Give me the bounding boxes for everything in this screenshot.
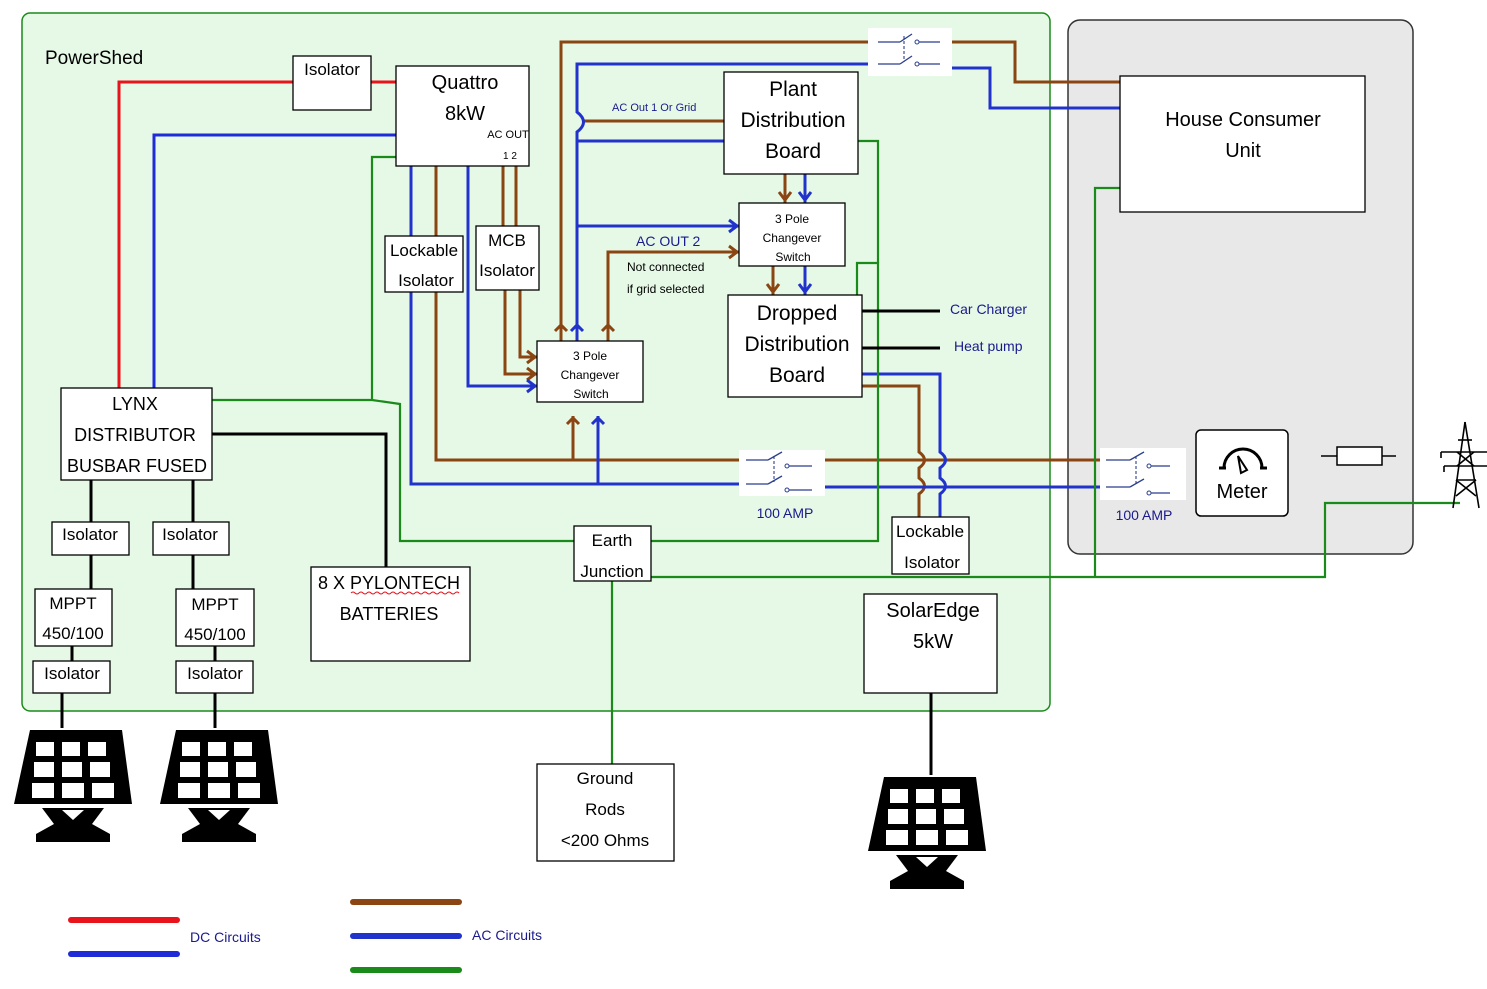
meter-label: Meter [1216,481,1267,503]
batteries-line1: 8 X PYLONTECH [318,573,460,593]
solar-panel-icon [868,777,986,889]
annotation-car-charger: Car Charger [950,301,1027,317]
changeover-left-line1: 3 Pole [573,349,607,363]
ground-rods: Ground Rods <200 Ohms [536,763,675,862]
lockable-isolator-left-line2: Isolator [398,271,454,290]
lockable-isolator-left-line1: Lockable [390,241,458,260]
legend-dc-label: DC Circuits [190,929,261,945]
dropped-board-line2: Distribution [744,333,849,356]
quattro-ac-out-nums: 1 2 [503,151,517,162]
switch-100amp-left [739,450,825,496]
annotation-ac-out-2: AC OUT 2 [636,233,701,249]
mcb-isolator: MCB Isolator [475,225,540,291]
plant-distribution-board: Plant Distribution Board [723,71,859,175]
lockable-isolator-right: Lockable Isolator [891,516,970,575]
isolator-mppt-right-bottom: Isolator [175,660,254,694]
annotation-heat-pump: Heat pump [954,338,1023,354]
ground-rods-line2: Rods [585,800,625,819]
dropped-board-line1: Dropped [757,302,838,325]
annotation-100amp-left: 100 AMP [757,505,814,521]
fuse-icon [1321,446,1396,466]
house-consumer-line1: House Consumer [1165,109,1321,131]
mppt-right-line2: 450/100 [184,625,245,644]
changeover-right-line1: 3 Pole [775,212,809,226]
ground-rods-line1: Ground [577,769,634,788]
powershed-title: PowerShed [45,48,143,69]
changeover-switch-left: 3 Pole Changever Switch [536,340,644,403]
switch-100amp-right [1100,448,1186,500]
changeover-left-line3: Switch [573,387,608,401]
dropped-board-line3: Board [769,364,825,387]
annotation-100amp-right: 100 AMP [1116,507,1173,523]
spellcheck-squiggle [350,591,460,595]
plant-board-line3: Board [765,140,821,163]
mppt-left-line2: 450/100 [42,624,103,643]
solar-panel-icon [14,730,132,842]
isolator-mppt-right-top-label: Isolator [162,525,218,544]
isolator-mppt-right-bottom-label: Isolator [187,664,243,683]
lockable-isolator-right-line2: Isolator [904,553,960,572]
meter-gauge-icon [1219,447,1267,475]
isolator-top: Isolator [292,55,372,111]
isolator-mppt-right-top: Isolator [152,521,230,556]
isolator-mppt-left-bottom-label: Isolator [44,664,100,683]
earth-wires [212,139,1460,764]
meter: Meter [1195,429,1289,517]
isolator-mppt-left-top-label: Isolator [62,525,118,544]
mppt-left-line1: MPPT [49,594,96,613]
switch-top [868,28,952,76]
lynx-distributor: LYNX DISTRIBUTOR BUSBAR FUSED [60,387,213,481]
mppt-left: MPPT 450/100 [34,588,113,647]
quattro-label: Quattro [432,72,499,94]
black-wires [60,309,940,775]
lynx-line1: LYNX [112,394,158,414]
solaredge-line1: SolarEdge [886,600,979,622]
dc-wires [117,80,396,388]
lynx-line3: BUSBAR FUSED [67,456,207,476]
solaredge-inverter: SolarEdge 5kW [863,593,998,694]
solar-panel-icon [160,730,278,842]
changeover-switch-right: 3 Pole Changever Switch [738,202,846,267]
pylon-icon [1440,421,1487,509]
mcb-isolator-line2: Isolator [479,261,535,280]
ground-rods-line3: <200 Ohms [561,831,649,850]
lynx-line2: DISTRIBUTOR [74,425,196,445]
annotation-ac-out-1-or-grid: AC Out 1 Or Grid [612,102,696,114]
lockable-isolator-left: Lockable Isolator [384,235,464,293]
earth-junction-line2: Junction [580,562,643,581]
mppt-right: MPPT 450/100 [175,588,255,647]
batteries-line2: BATTERIES [340,604,439,624]
quattro-inverter: Quattro 8kW AC OUT 1 2 [395,65,530,167]
isolator-mppt-left-top: Isolator [51,521,130,556]
isolator-mppt-left-bottom: Isolator [32,660,111,694]
quattro-ac-out: AC OUT [487,129,529,141]
changeover-right-line2: Changever [763,231,822,245]
earth-junction: Earth Junction [573,525,652,582]
dropped-distribution-board: Dropped Distribution Board [727,294,863,398]
plant-board-line1: Plant [769,78,817,101]
solaredge-line2: 5kW [913,631,953,653]
earth-junction-line1: Earth [592,531,633,550]
lockable-isolator-right-line1: Lockable [896,522,964,541]
house-consumer-unit: House Consumer Unit [1119,75,1366,213]
legend: DC Circuits AC Circuits [68,899,542,973]
pylontech-batteries: 8 X PYLONTECH BATTERIES [310,566,471,662]
quattro-power: 8kW [445,103,485,125]
mcb-isolator-line1: MCB [488,231,526,250]
annotation-not-connected-2: if grid selected [627,282,704,296]
legend-ac-label: AC Circuits [472,927,542,943]
house-consumer-line2: Unit [1225,140,1261,162]
powershed-region [21,12,1051,712]
ac-brown-wires [434,40,1120,517]
mppt-right-line1: MPPT [191,595,238,614]
arrow-heads [526,191,813,426]
changeover-left-line2: Changever [561,368,620,382]
isolator-top-label: Isolator [304,60,360,79]
changeover-right-line3: Switch [775,250,810,264]
plant-board-line2: Distribution [740,109,845,132]
annotation-not-connected-1: Not connected [627,260,704,274]
